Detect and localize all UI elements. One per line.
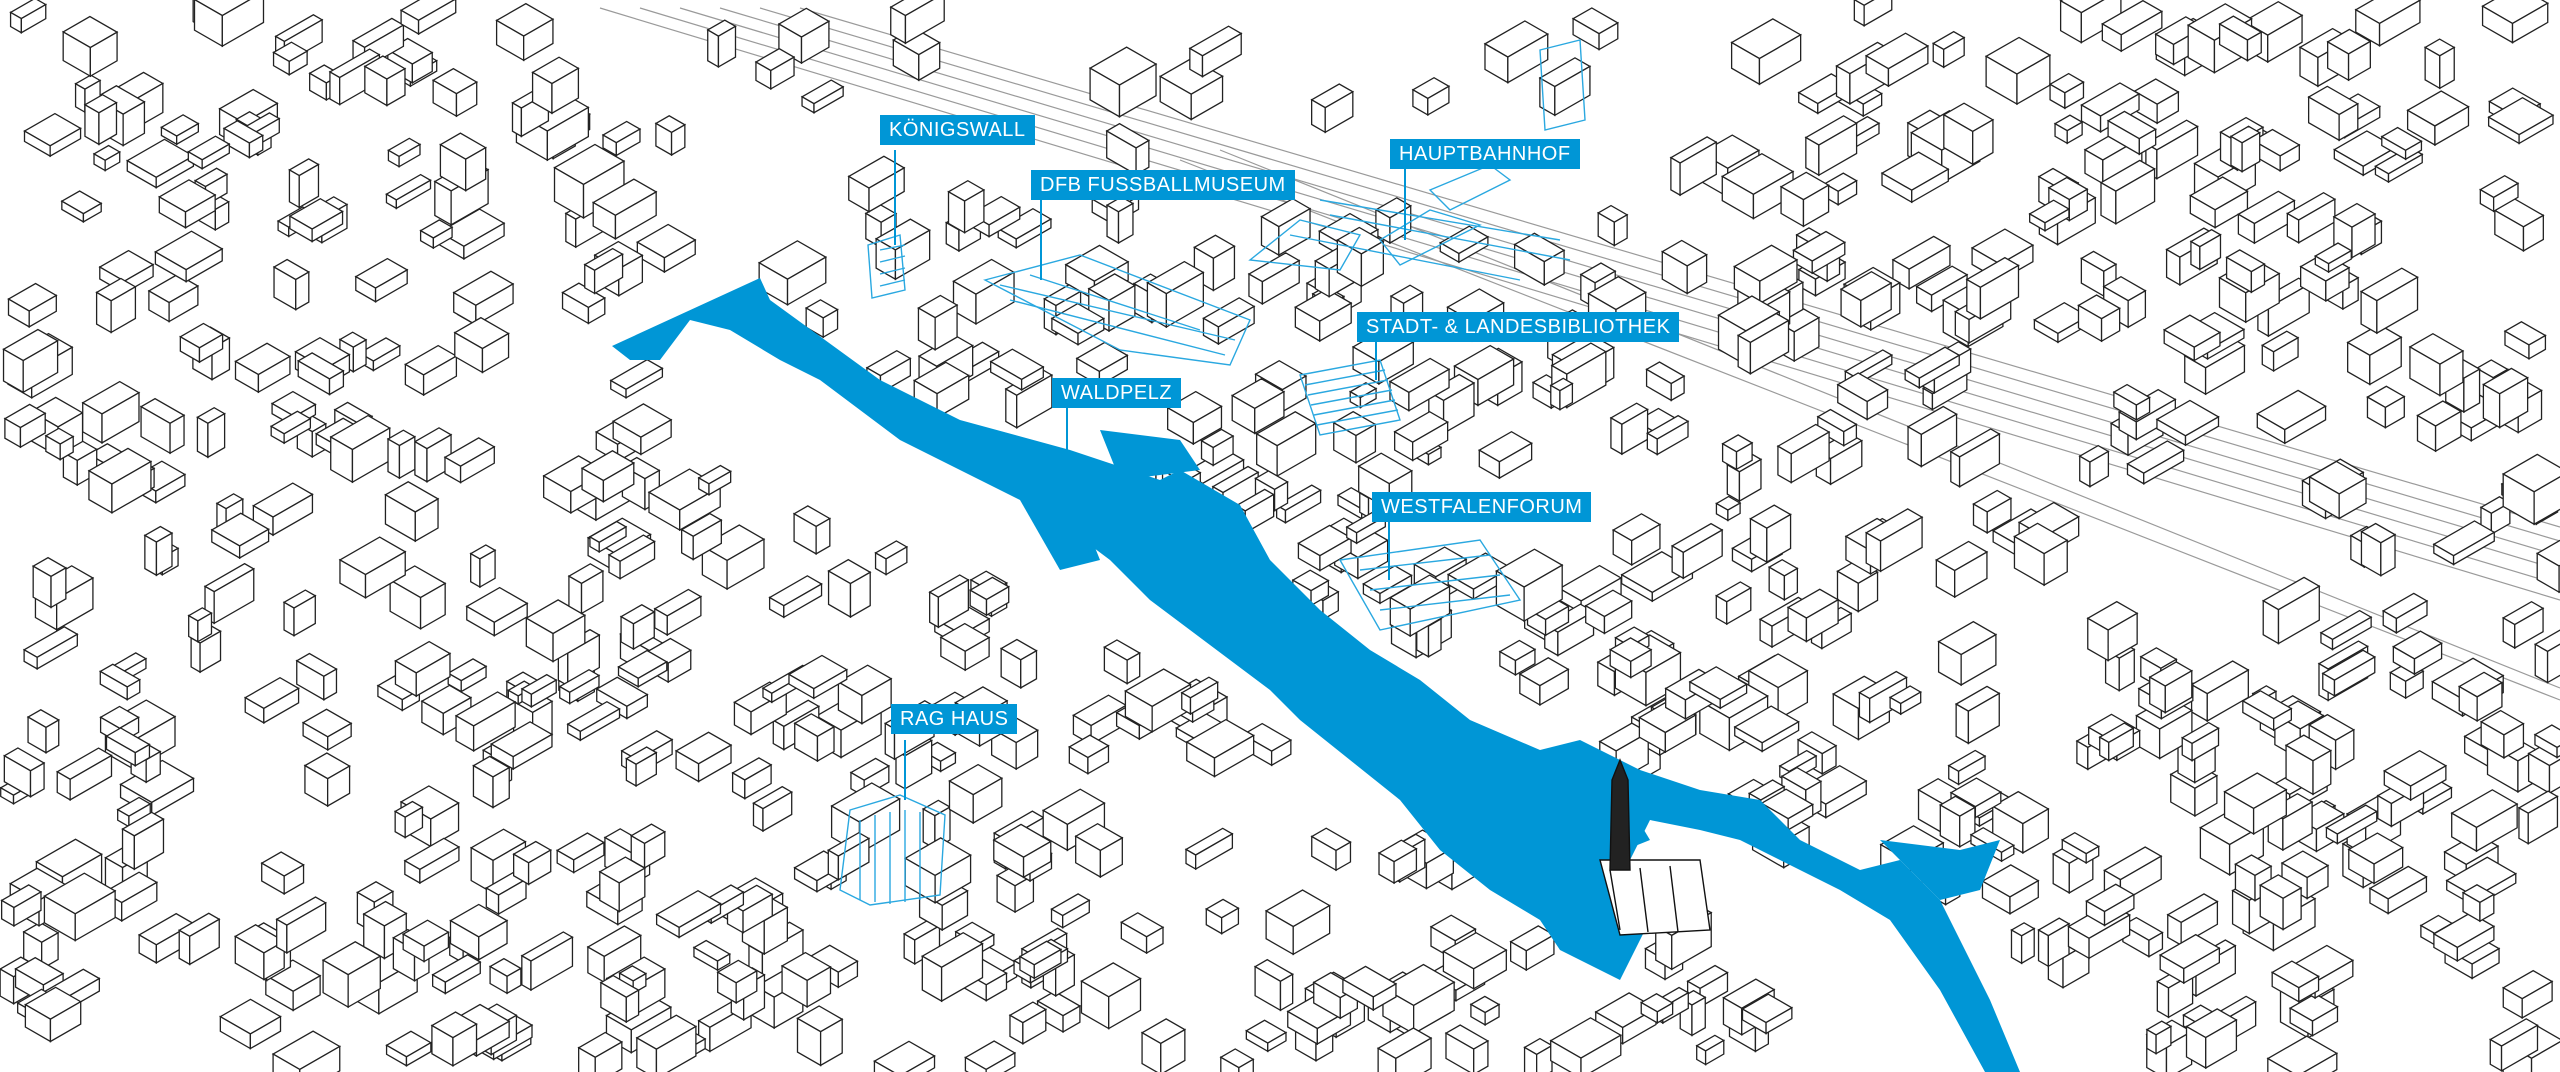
church [1599,758,1711,936]
label-rag-haus: RAG HAUS [891,704,1018,734]
waldpelz-leader [1066,398,1068,463]
label-bibliothek: STADT- & LANDESBIBLIOTHEK [1357,312,1680,342]
label-waldpelz: WALDPELZ [1052,378,1182,408]
westfalenforum-leader [1388,520,1390,580]
koenigswall-leader [894,150,896,245]
bibliothek-leader [1375,340,1377,380]
label-hauptbahnhof: HAUPTBAHNHOF [1390,139,1580,169]
label-koenigswall: KÖNIGSWALL [880,115,1035,145]
label-fussballmuseum: DFB FUSSBALLMUSEUM [1031,170,1295,200]
label-westfalenforum: WESTFALENFORUM [1372,492,1592,522]
highlighted-buildings [839,39,1586,906]
fussballmuseum-leader [1040,200,1042,280]
hauptbahnhof-leader [1404,165,1406,240]
rag-haus-leader [904,740,906,800]
